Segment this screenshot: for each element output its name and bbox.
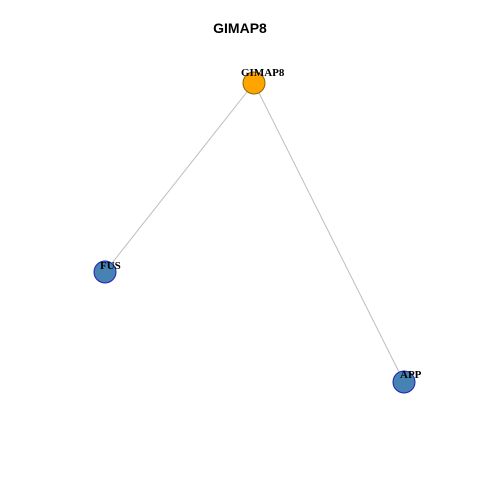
node-fus[interactable]	[93, 260, 117, 284]
nodes-layer	[93, 71, 416, 394]
edges-layer	[104, 82, 405, 383]
node-label-gimap8: GIMAP8	[241, 67, 285, 79]
node-label-app: APP	[400, 369, 422, 381]
plot-title: GIMAP8	[213, 20, 267, 36]
edge-gimap8-fus	[104, 82, 255, 273]
node-label-fus: FUS	[100, 260, 121, 272]
edge-gimap8-app	[253, 82, 405, 383]
node-gimap8[interactable]	[242, 71, 266, 95]
node-app[interactable]	[392, 370, 416, 394]
